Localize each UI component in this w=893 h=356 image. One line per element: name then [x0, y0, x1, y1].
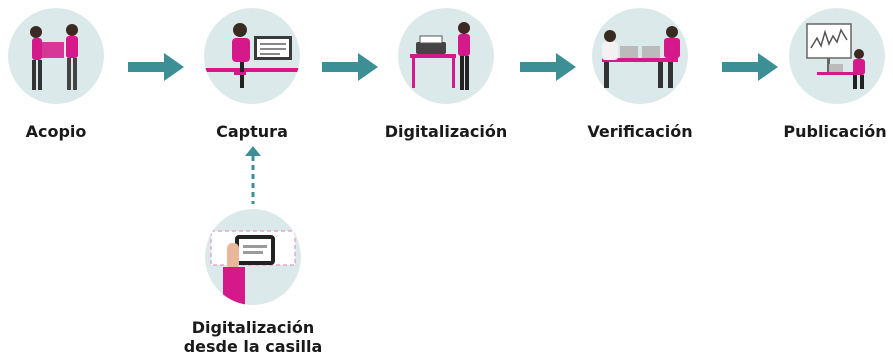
digitalizacion-illustration [398, 8, 494, 104]
branch-label: Digitalización desde la casilla [173, 318, 333, 356]
dashed-arrow-up-icon [245, 146, 261, 204]
captura-illustration [204, 8, 300, 104]
arrow-right-icon [520, 53, 576, 81]
branch-illustration [205, 209, 301, 305]
step-label-publicacion: Publicación [783, 122, 887, 141]
hand-phone-photo-icon [205, 209, 301, 305]
step-label-acopio: Acopio [25, 122, 87, 141]
arrow-right-icon [322, 53, 378, 81]
person-at-computer-icon [204, 8, 300, 104]
verificacion-illustration [592, 8, 688, 104]
people-verifying-laptops-icon [592, 8, 688, 104]
step-label-captura: Captura [216, 122, 288, 141]
step-label-digitalizacion: Digitalización [384, 122, 508, 141]
branch-label-line2: desde la casilla [183, 337, 323, 356]
arrow-right-icon [722, 53, 778, 81]
acopio-illustration [8, 8, 104, 104]
branch-label-line1: Digitalización [191, 318, 315, 337]
people-carrying-box-icon [8, 8, 104, 104]
step-label-verificacion: Verificación [587, 122, 693, 141]
arrow-right-icon [128, 53, 184, 81]
publicacion-illustration [789, 8, 885, 104]
person-publishing-chart-icon [789, 8, 885, 104]
person-scanning-icon [398, 8, 494, 104]
